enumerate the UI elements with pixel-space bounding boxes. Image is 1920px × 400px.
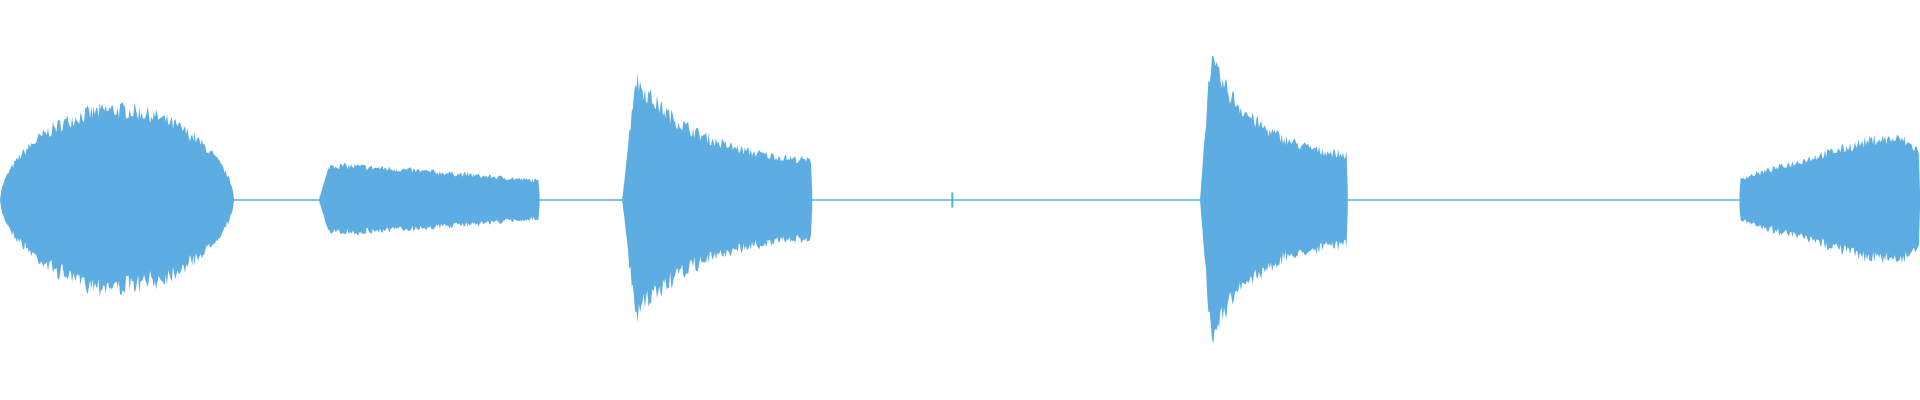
waveform-segment-4 (1200, 55, 1348, 344)
waveform-segment-3 (622, 73, 813, 323)
waveform-segment-5 (1739, 134, 1920, 264)
waveform-segments (0, 55, 1920, 344)
waveform-segment-1 (0, 102, 235, 297)
waveform-segment-2 (318, 162, 540, 235)
